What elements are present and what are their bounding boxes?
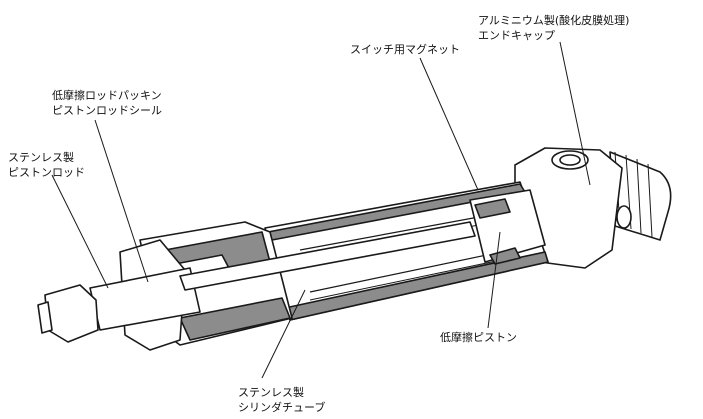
rod-end-nut — [44, 284, 99, 343]
label-piston-rod: ステンレス製 ピストンロッド — [8, 150, 85, 180]
label-piston: 低摩擦ピストン — [440, 330, 517, 345]
label-end-cap-line1: アルミニウム製(酸化皮膜処理) — [478, 14, 630, 27]
label-magnet: スイッチ用マグネット — [350, 42, 460, 57]
label-rod-packing: 低摩擦ロッドパッキン ピストンロッドシール — [52, 88, 162, 118]
label-piston-rod-line2: ピストンロッド — [8, 166, 85, 179]
leader-magnet — [419, 57, 479, 191]
leader-end-cap — [559, 41, 591, 186]
end-cap-side-hole — [616, 205, 632, 229]
label-rod-packing-line2: ピストンロッドシール — [52, 104, 162, 117]
rod-inner — [179, 221, 476, 291]
label-cylinder-tube-line2: シリンダチューブ — [238, 401, 326, 414]
leader-piston — [487, 231, 501, 329]
rod-end-thread — [37, 301, 53, 334]
leader-rod-packing — [94, 119, 149, 283]
label-magnet-line1: スイッチ用マグネット — [350, 43, 460, 56]
label-cylinder-tube-line1: ステンレス製 — [238, 386, 304, 399]
label-piston-line1: 低摩擦ピストン — [440, 331, 517, 344]
leader-cylinder-tube — [261, 289, 306, 379]
leader-piston-rod — [51, 174, 109, 289]
label-end-cap: アルミニウム製(酸化皮膜処理) エンドキャップ — [478, 13, 629, 43]
label-cylinder-tube: ステンレス製 シリンダチューブ — [238, 385, 325, 415]
label-rod-packing-line1: 低摩擦ロッドパッキン — [52, 89, 162, 102]
piston-magnet — [474, 198, 511, 219]
label-piston-rod-line1: ステンレス製 — [8, 151, 74, 164]
label-end-cap-line2: エンドキャップ — [478, 29, 555, 42]
